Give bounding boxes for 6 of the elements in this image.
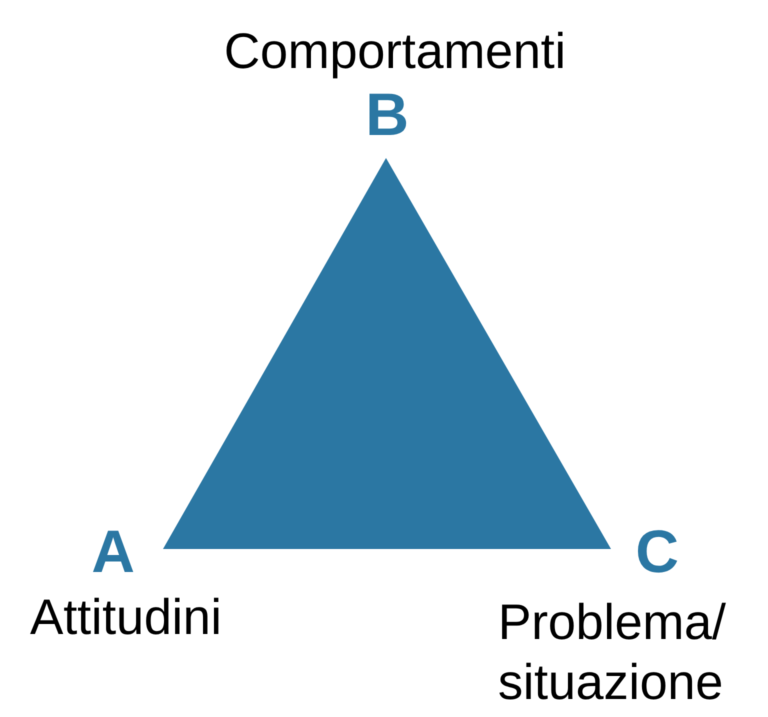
vertex-letter: B xyxy=(366,85,409,145)
vertex-label: Attitudini xyxy=(30,592,222,642)
vertex-letter: A xyxy=(92,522,135,582)
vertex-label: Comportamenti xyxy=(224,26,566,76)
vertex-label: Problema/ situazione xyxy=(498,593,727,712)
vertex-letter: C xyxy=(636,522,679,582)
